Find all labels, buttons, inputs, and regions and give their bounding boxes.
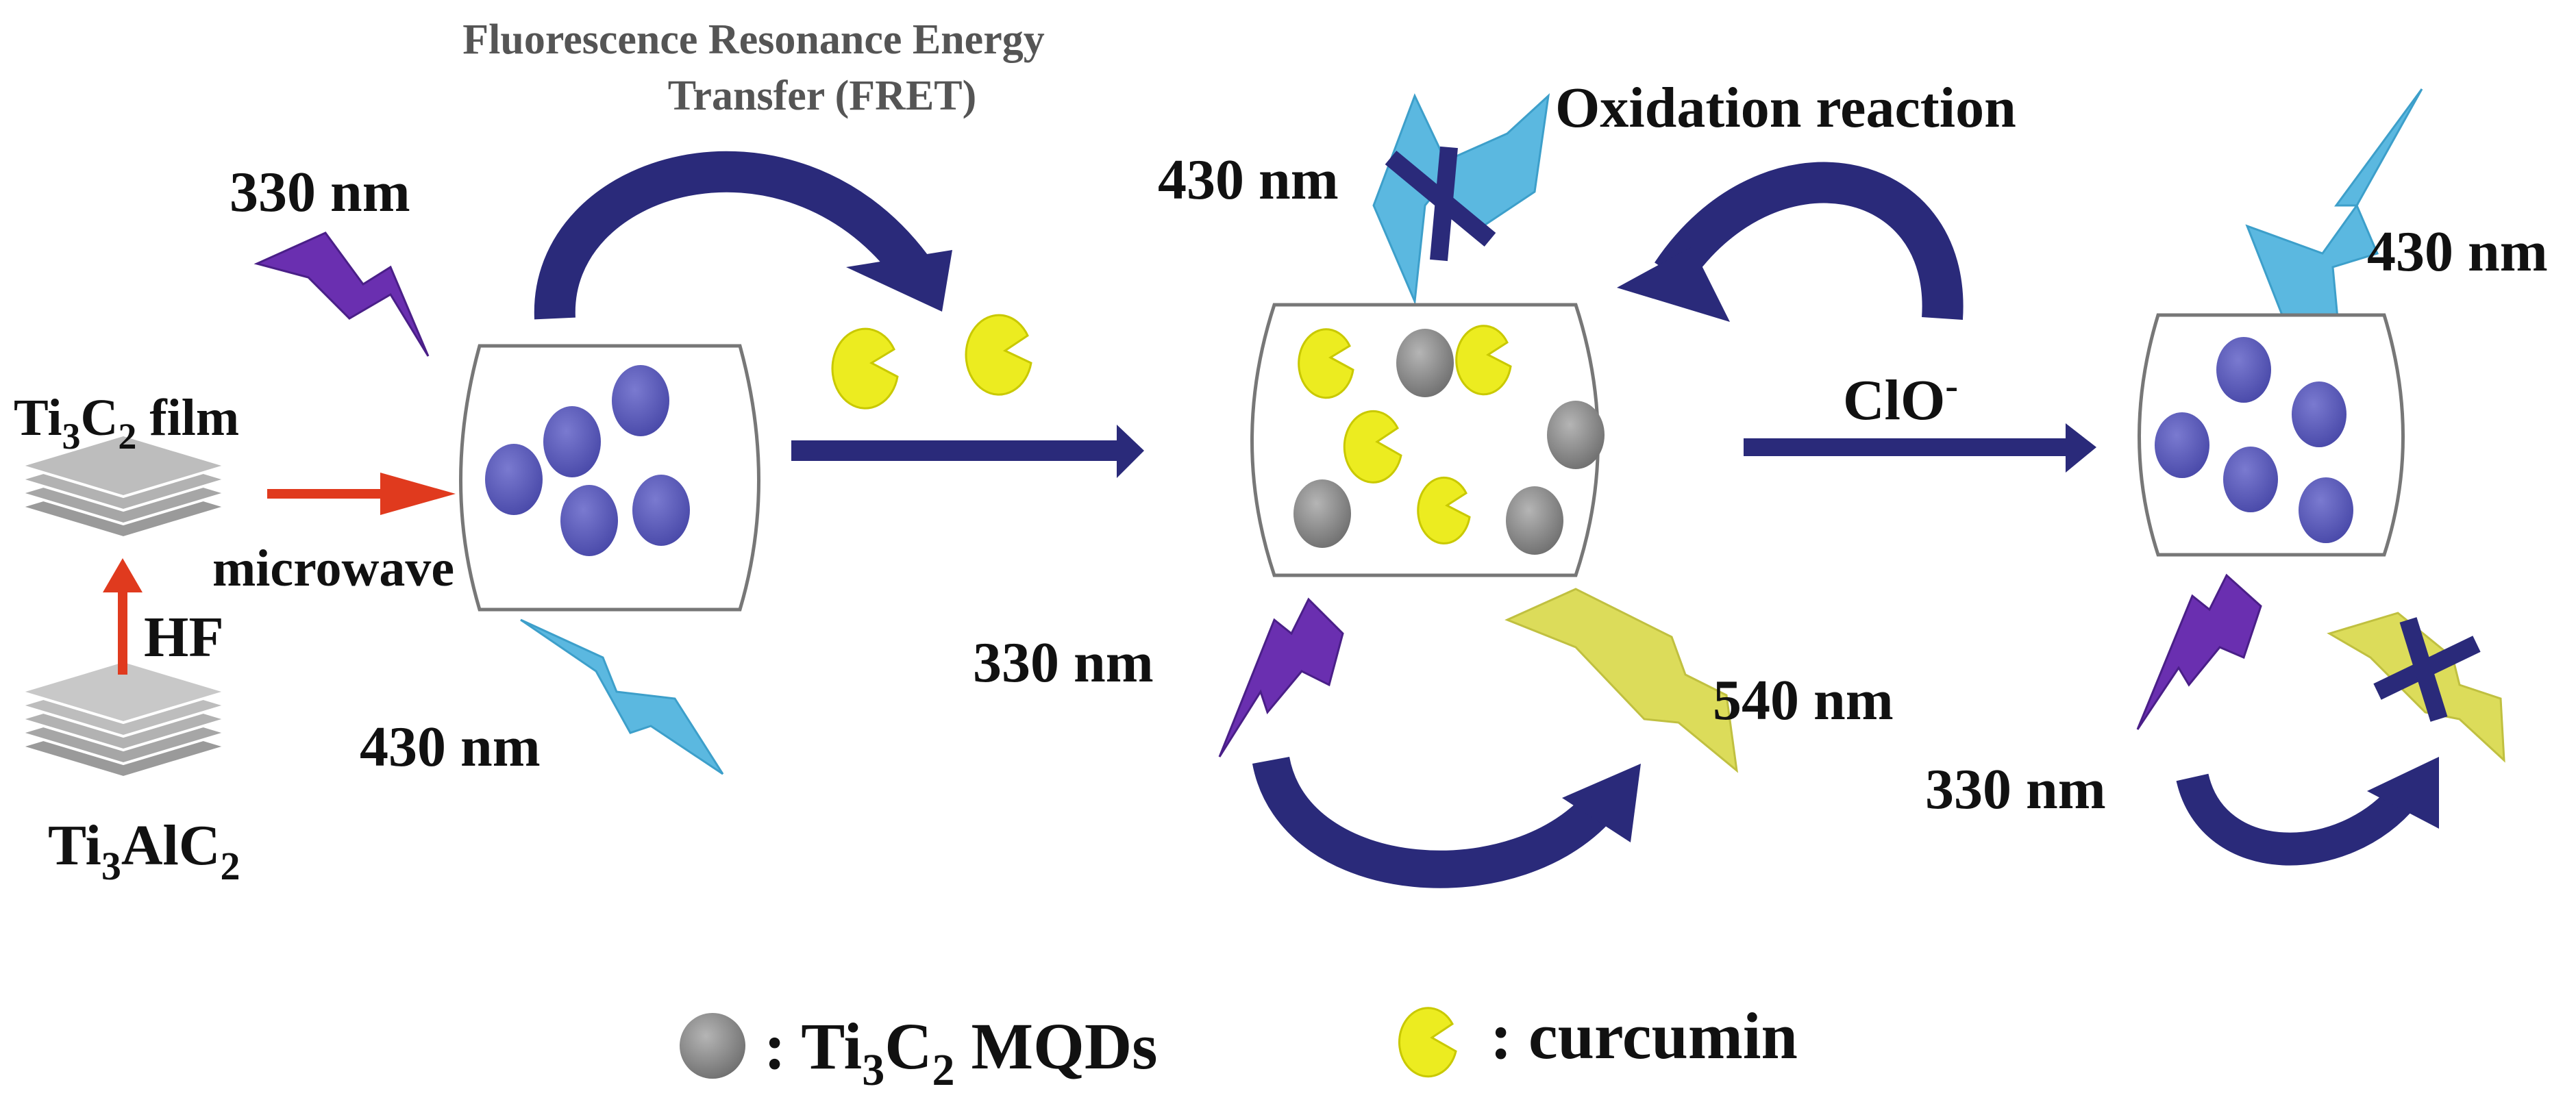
clo-arrow bbox=[1744, 423, 2096, 473]
ti3c2-film-label: Ti3C2 film bbox=[14, 389, 239, 457]
emission-430-label-1: 430 nm bbox=[360, 715, 541, 779]
legend-mqd-icon bbox=[680, 1013, 745, 1079]
lightning-330-1 bbox=[253, 231, 430, 357]
ti3alc2-label: Ti3AlC2 bbox=[48, 814, 240, 888]
emission-430-label-2: 430 nm bbox=[1158, 148, 1339, 212]
ti3c2-film-stack bbox=[16, 433, 231, 540]
hf-label: HF bbox=[144, 605, 224, 669]
lightning-430-blocked bbox=[1372, 93, 1550, 305]
emission-540-label: 540 nm bbox=[1713, 668, 1894, 732]
legend-curcumin-label: : curcumin bbox=[1490, 999, 1798, 1073]
cycle-arrowhead-3 bbox=[2367, 757, 2439, 829]
oxidation-arrowhead bbox=[1617, 247, 1730, 322]
main-arrow-1 bbox=[791, 425, 1144, 478]
microwave-label: microwave bbox=[212, 540, 454, 597]
lightning-330-3 bbox=[2136, 573, 2262, 730]
block-cross-1 bbox=[1385, 146, 1496, 262]
curcumin-free bbox=[831, 314, 1032, 410]
cycle-arrow-2 bbox=[1252, 755, 1618, 888]
ti3alc2-stack bbox=[16, 659, 231, 779]
mqd-gray-dots-2 bbox=[1293, 329, 1605, 555]
cycle-arrow-3 bbox=[2176, 773, 2418, 866]
lightning-330-2 bbox=[1218, 597, 1344, 757]
microwave-arrow bbox=[267, 473, 456, 515]
fret-arrowhead bbox=[846, 250, 952, 312]
curcumin-bound-2 bbox=[1298, 325, 1512, 544]
legend-mqds-label: : Ti3C2 MQDs bbox=[764, 1010, 1158, 1095]
oxidation-reaction-label: Oxidation reaction bbox=[1555, 76, 2016, 140]
lightning-540 bbox=[1504, 588, 1739, 773]
container-1 bbox=[459, 344, 760, 612]
mqd-blue-dots-1 bbox=[485, 365, 690, 556]
emission-430-label-3: 430 nm bbox=[2367, 220, 2548, 284]
fret-title-line2: Transfer (FRET) bbox=[668, 73, 977, 119]
clo-label: ClO- bbox=[1843, 365, 1958, 432]
lightning-430-1 bbox=[520, 618, 724, 775]
hf-arrow bbox=[103, 558, 143, 675]
block-cross-2 bbox=[2373, 617, 2481, 722]
fret-curved-arrow bbox=[534, 151, 928, 320]
excitation-330-label-1: 330 nm bbox=[230, 160, 410, 224]
excitation-330-label-3: 330 nm bbox=[1925, 757, 2106, 821]
excitation-330-label-2: 330 nm bbox=[973, 631, 1154, 694]
fret-title-line1: Fluorescence Resonance Energy bbox=[462, 16, 1044, 63]
oxidation-curved-arrow bbox=[1655, 162, 1964, 320]
cycle-arrowhead-2 bbox=[1562, 764, 1641, 842]
mqd-blue-dots-3 bbox=[2155, 337, 2353, 543]
legend-curcumin-icon bbox=[1398, 1007, 1457, 1078]
